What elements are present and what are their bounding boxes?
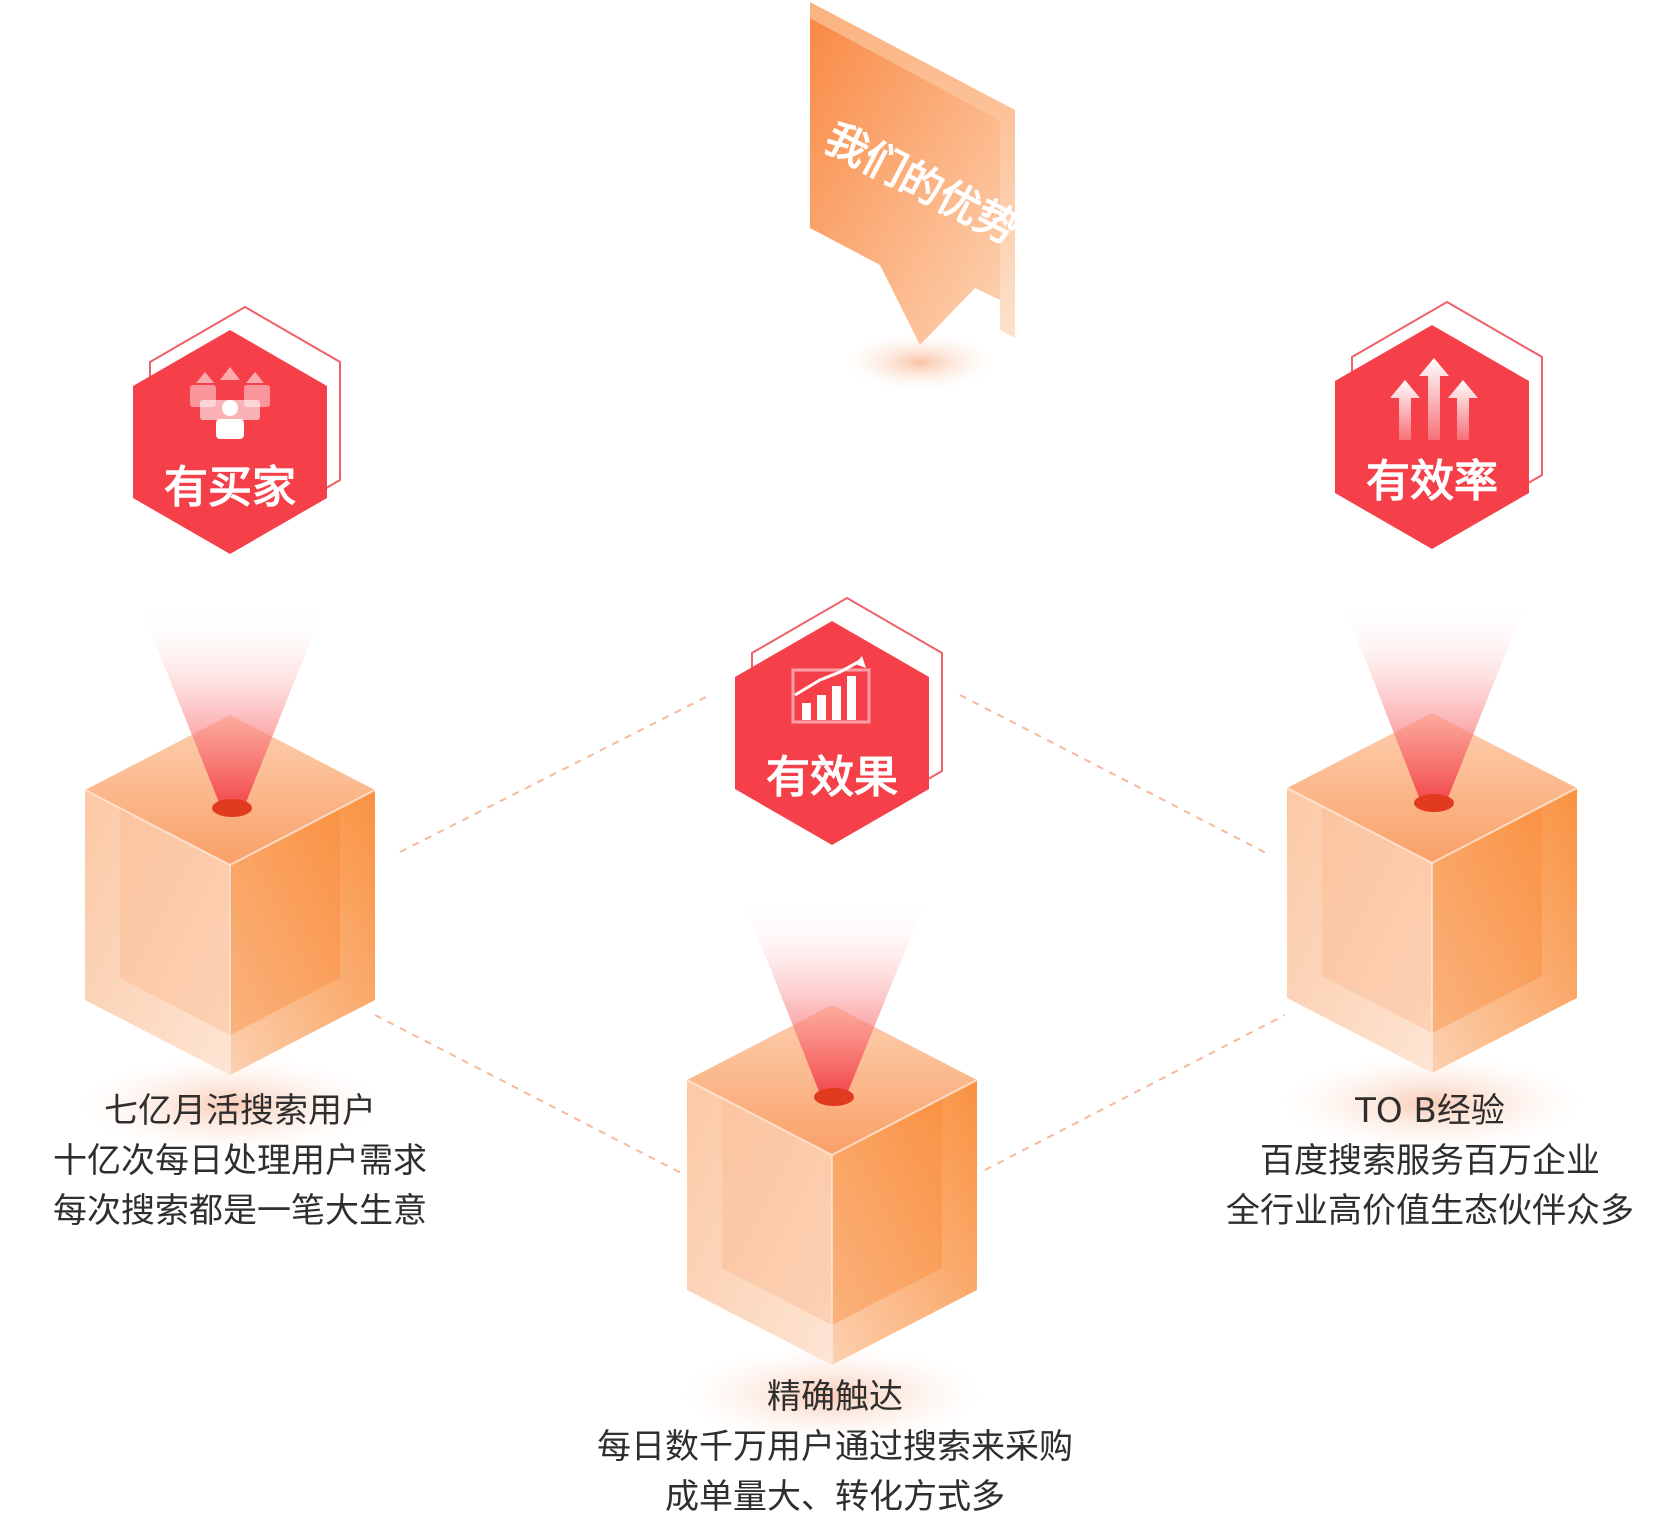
caption-effect: 精确触达 每日数千万用户通过搜索来采购 成单量大、转化方式多	[560, 1372, 1110, 1522]
caption-line: 精确触达	[767, 1377, 903, 1417]
badge-label-buyers: 有买家	[164, 462, 296, 513]
users-arrows-icon	[190, 367, 270, 439]
connector-right-bottom	[984, 1014, 1286, 1171]
connector-left-top	[399, 694, 711, 853]
pillar-efficiency: 有效率	[1281, 300, 1583, 1152]
bubble-side	[810, 2, 1015, 338]
badge-label-effect: 有效果	[766, 752, 898, 803]
beam-buyers	[140, 605, 325, 805]
beam-spot-efficiency	[1414, 794, 1454, 812]
caption-line: 全行业高价值生态伙伴众多	[1226, 1191, 1634, 1231]
caption-line: 七亿月活搜索用户	[104, 1091, 376, 1131]
caption-line: 十亿次每日处理用户需求	[53, 1141, 427, 1181]
caption-buyers: 七亿月活搜索用户 十亿次每日处理用户需求 每次搜索都是一笔大生意	[20, 1086, 460, 1236]
beam-efficiency	[1342, 600, 1527, 800]
badge-effect	[735, 621, 929, 845]
pillar-effect: 有效果	[681, 596, 983, 1444]
caption-line: 每日数千万用户通过搜索来采购	[597, 1427, 1073, 1467]
bubble-shadow	[845, 334, 995, 390]
caption-line: TO B经验	[1355, 1091, 1505, 1131]
beam-spot-buyers	[212, 799, 252, 817]
bar-chart-trend-icon	[791, 656, 871, 724]
three-up-arrows-icon	[1390, 358, 1478, 440]
connector-right-top	[959, 694, 1271, 856]
connector-lines	[374, 694, 1286, 1176]
badge-buyers	[133, 330, 327, 554]
caption-efficiency: TO B经验 百度搜索服务百万企业 全行业高价值生态伙伴众多	[1195, 1086, 1665, 1236]
caption-line: 成单量大、转化方式多	[665, 1477, 1005, 1517]
center-bubble: 我们的优势	[810, 2, 1026, 390]
caption-line: 百度搜索服务百万企业	[1260, 1141, 1600, 1181]
badge-label-efficiency: 有效率	[1366, 456, 1498, 507]
caption-line: 每次搜索都是一笔大生意	[53, 1191, 427, 1231]
pillar-buyers: 有买家	[79, 305, 381, 1154]
beam-spot-effect	[814, 1088, 854, 1106]
connector-left-bottom	[374, 1014, 686, 1176]
bubble-face	[810, 18, 1000, 345]
beam-effect	[742, 897, 927, 1094]
